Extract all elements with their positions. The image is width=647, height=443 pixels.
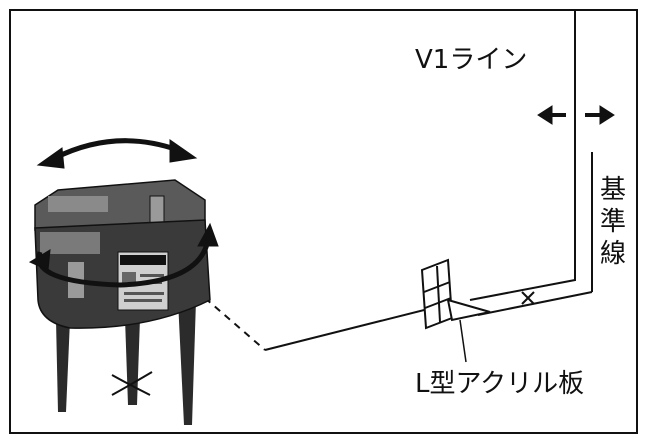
v1-laser-line [469, 10, 576, 301]
v1-line-label: V1ライン [415, 45, 527, 75]
acrylic-plate-label: L型アクリル板 [415, 369, 584, 399]
plate-leader-line [459, 319, 467, 363]
x-mark-icon [521, 291, 535, 305]
reference-line-label-3: 線 [600, 239, 626, 269]
l-acrylic-plate [420, 258, 491, 330]
laser-beam-line [264, 302, 453, 351]
tripod-leg-right [178, 300, 196, 425]
laser-beam-dashed [204, 297, 266, 351]
reference-line-label-2: 準 [600, 207, 626, 237]
floor-x-mark [111, 371, 153, 396]
reference-floor-line [477, 291, 593, 316]
left-right-arrows-icon [537, 105, 615, 125]
tripod-leg-left [56, 320, 70, 412]
curved-double-arrow-icon [36, 138, 198, 169]
circular-arrow-icon [28, 222, 219, 288]
reference-line-label-1: 基 [600, 175, 626, 205]
